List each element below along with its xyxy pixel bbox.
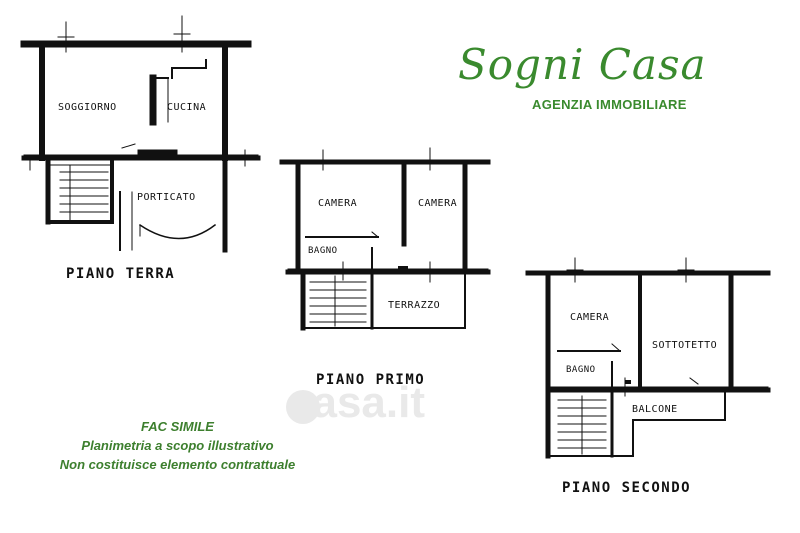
disclaimer-line: Planimetria a scopo illustrativo [81,438,274,453]
floor-title-piano-primo: PIANO PRIMO [316,372,426,388]
brand-tagline: AGENZIA IMMOBILIARE [532,97,687,112]
plan-piano-primo [279,147,491,331]
plan-piano-terra [20,15,261,253]
room-label-balcone: BALCONE [632,404,678,415]
floor-title-piano-secondo: PIANO SECONDO [562,480,692,496]
room-label-bagno: BAGNO [566,365,596,375]
room-label-camera-1: CAMERA [318,198,358,209]
watermark-house-icon [286,390,320,424]
disclaimer-line: Non costituisce elemento contrattuale [59,457,296,472]
room-label-sottotetto: SOTTOTETTO [652,340,718,351]
watermark: casa.it [288,378,425,427]
brand-logo: Sogni Casa [458,40,707,89]
floor-title-piano-terra: PIANO TERRA [66,266,176,282]
room-label-terrazzo: TERRAZZO [388,300,441,311]
plan-piano-secondo [525,257,771,459]
room-label-cucina: CUCINA [167,102,207,113]
room-label-camera: CAMERA [570,312,610,323]
disclaimer-title: FAC SIMILE [141,419,214,434]
room-label-soggiorno: SOGGIORNO [58,102,117,113]
room-label-camera-2: CAMERA [418,198,458,209]
room-label-porticato: PORTICATO [137,192,196,203]
room-label-bagno: BAGNO [308,246,338,256]
